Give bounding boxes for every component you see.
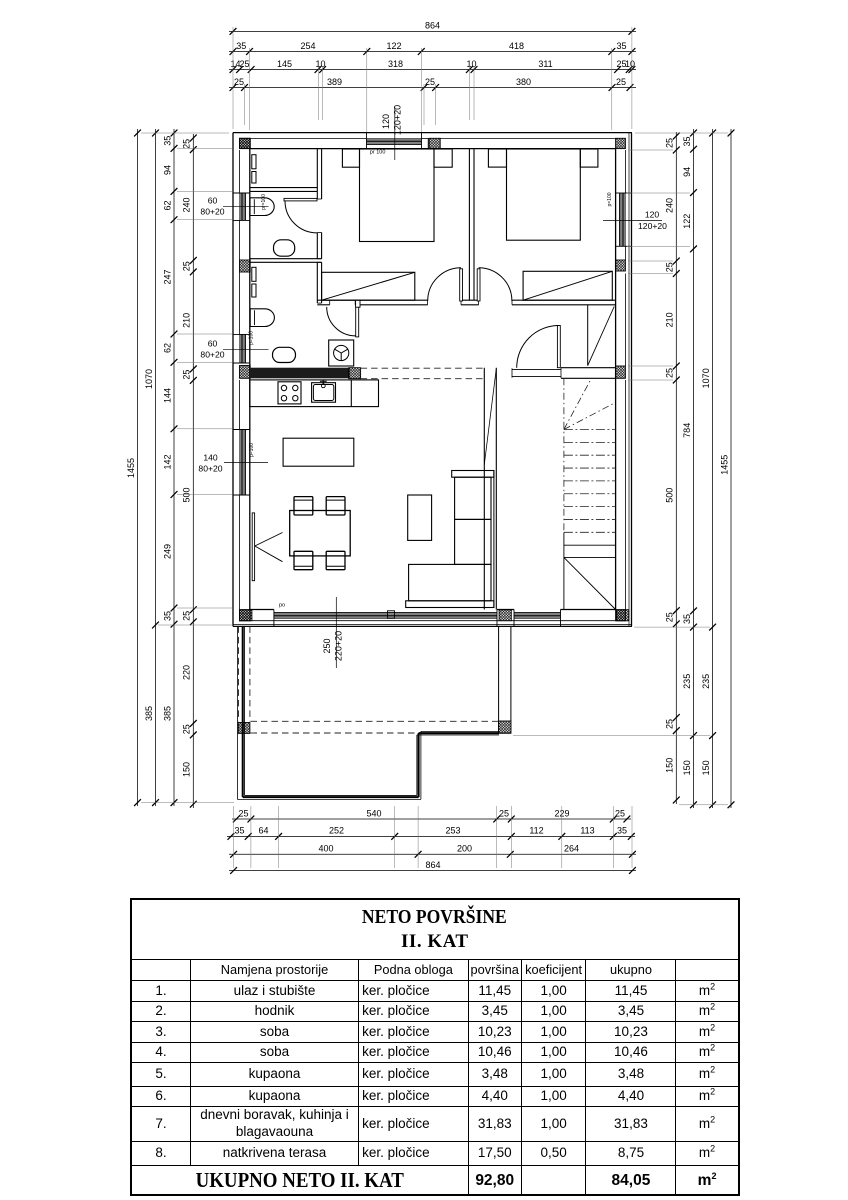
svg-text:35: 35: [162, 611, 172, 621]
svg-text:120+20: 120+20: [393, 105, 403, 135]
svg-text:14: 14: [230, 59, 240, 69]
svg-text:120+20: 120+20: [638, 221, 667, 231]
svg-text:113: 113: [580, 826, 594, 836]
svg-text:pr=100: pr=100: [261, 194, 267, 210]
svg-text:864: 864: [425, 860, 440, 870]
svg-text:150: 150: [701, 760, 711, 775]
svg-text:264: 264: [564, 844, 579, 854]
svg-text:35: 35: [234, 826, 244, 836]
svg-text:25: 25: [665, 138, 675, 148]
svg-text:62: 62: [162, 343, 172, 353]
svg-text:35: 35: [236, 41, 246, 51]
svg-text:210: 210: [182, 313, 192, 328]
svg-text:235: 235: [701, 674, 711, 689]
svg-text:145: 145: [277, 59, 292, 69]
svg-text:25: 25: [616, 59, 626, 69]
svg-text:1455: 1455: [126, 458, 136, 478]
svg-text:25: 25: [182, 370, 192, 380]
svg-text:35: 35: [162, 136, 172, 146]
svg-text:1070: 1070: [701, 368, 711, 388]
svg-text:140: 140: [203, 453, 218, 463]
svg-text:220: 220: [182, 665, 192, 680]
svg-text:150: 150: [182, 762, 192, 777]
svg-text:80+20: 80+20: [200, 350, 224, 360]
svg-text:254: 254: [300, 41, 315, 51]
svg-text:po: po: [279, 603, 285, 609]
svg-text:35: 35: [616, 41, 626, 51]
svg-text:25: 25: [615, 808, 625, 818]
svg-text:10: 10: [625, 59, 635, 69]
svg-text:25: 25: [616, 77, 626, 87]
svg-text:144: 144: [162, 388, 172, 403]
svg-text:252: 252: [329, 826, 344, 836]
svg-text:25: 25: [665, 262, 675, 272]
svg-text:p=100: p=100: [248, 331, 254, 345]
svg-text:60: 60: [208, 196, 218, 206]
svg-text:142: 142: [162, 454, 172, 469]
svg-text:210: 210: [665, 312, 675, 327]
svg-text:p=100: p=100: [249, 443, 255, 457]
svg-text:318: 318: [388, 59, 403, 69]
svg-text:380: 380: [516, 77, 531, 87]
svg-text:389: 389: [327, 77, 342, 87]
svg-text:253: 253: [445, 826, 460, 836]
svg-text:10: 10: [466, 59, 476, 69]
svg-text:64: 64: [258, 826, 268, 836]
svg-text:25: 25: [499, 808, 509, 818]
svg-text:200: 200: [457, 844, 472, 854]
svg-text:25: 25: [425, 77, 435, 87]
svg-text:94: 94: [682, 167, 692, 177]
svg-text:25: 25: [182, 611, 192, 621]
svg-text:784: 784: [682, 423, 692, 438]
svg-text:25: 25: [665, 719, 675, 729]
svg-text:35: 35: [682, 614, 692, 624]
svg-text:247: 247: [162, 269, 172, 284]
svg-text:62: 62: [162, 200, 172, 210]
svg-text:120: 120: [381, 114, 391, 129]
svg-text:864: 864: [425, 21, 440, 31]
svg-text:150: 150: [682, 760, 692, 775]
svg-text:235: 235: [682, 674, 692, 689]
svg-text:385: 385: [162, 706, 172, 721]
svg-text:418: 418: [509, 41, 524, 51]
svg-text:112: 112: [529, 826, 543, 836]
svg-text:25: 25: [182, 261, 192, 271]
svg-text:80+20: 80+20: [200, 207, 224, 217]
svg-text:385: 385: [144, 706, 154, 721]
svg-text:250: 250: [322, 638, 332, 653]
svg-text:60: 60: [208, 339, 218, 349]
svg-text:10: 10: [315, 59, 325, 69]
svg-text:240: 240: [182, 197, 192, 212]
svg-text:311: 311: [538, 59, 552, 69]
svg-text:500: 500: [665, 488, 675, 503]
svg-text:25: 25: [239, 59, 249, 69]
svg-text:540: 540: [366, 808, 381, 818]
svg-text:25: 25: [238, 808, 248, 818]
svg-text:94: 94: [162, 165, 172, 175]
svg-text:400: 400: [318, 844, 333, 854]
svg-text:122: 122: [682, 214, 692, 229]
svg-text:25: 25: [665, 612, 675, 622]
svg-text:120: 120: [645, 210, 660, 220]
svg-text:pr 100: pr 100: [370, 150, 386, 156]
svg-text:220+20: 220+20: [334, 631, 344, 661]
svg-text:25: 25: [665, 368, 675, 378]
svg-text:p=100: p=100: [607, 192, 613, 206]
svg-text:500: 500: [182, 487, 192, 502]
svg-text:25: 25: [182, 139, 192, 149]
svg-text:122: 122: [386, 41, 401, 51]
svg-text:80+20: 80+20: [198, 464, 222, 474]
svg-text:35: 35: [682, 136, 692, 146]
svg-text:240: 240: [665, 198, 675, 213]
svg-text:1070: 1070: [144, 369, 154, 389]
svg-text:150: 150: [665, 758, 675, 773]
svg-text:1455: 1455: [719, 455, 729, 475]
svg-text:35: 35: [617, 826, 627, 836]
svg-text:25: 25: [182, 724, 192, 734]
svg-text:249: 249: [162, 544, 172, 559]
svg-text:25: 25: [234, 77, 244, 87]
